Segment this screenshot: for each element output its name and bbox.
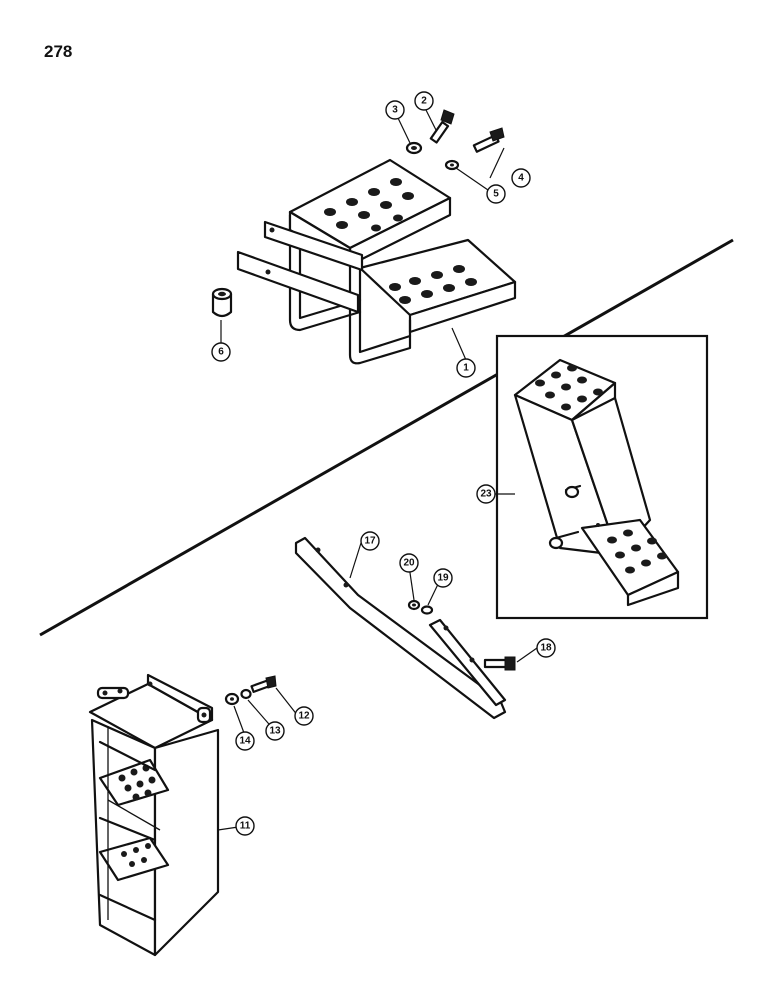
callout-3: 3 [385,100,405,120]
bolt-2 [429,109,455,144]
callout-4: 4 [511,168,531,188]
svg-text:23: 23 [480,489,492,500]
svg-text:2: 2 [421,96,427,107]
svg-text:19: 19 [437,573,449,584]
svg-text:13: 13 [269,726,281,737]
svg-text:14: 14 [239,736,251,747]
svg-text:17: 17 [364,536,376,547]
callout-14: 14 [235,731,255,751]
step-assembly [211,109,517,365]
step-box-11 [88,673,220,957]
bolt-18 [483,656,516,671]
svg-text:5: 5 [493,189,499,200]
callout-11: 11 [235,816,255,836]
svg-text:18: 18 [540,643,552,654]
section-divider-line [39,238,734,637]
lockwasher-13 [240,688,252,700]
svg-text:12: 12 [298,711,310,722]
bolt-12 [250,675,277,693]
washer-14 [224,692,240,706]
washer-5 [444,159,460,171]
callout-18: 18 [536,638,556,658]
callout-1: 1 [456,358,476,378]
svg-text:11: 11 [240,821,251,832]
svg-text:6: 6 [218,347,224,358]
svg-text:4: 4 [518,173,524,184]
bracket-17 [294,536,507,720]
callout-12: 12 [294,706,314,726]
svg-text:20: 20 [403,558,415,569]
callout-17: 17 [360,531,380,551]
callout-19: 19 [433,568,453,588]
callout-13: 13 [265,721,285,741]
svg-text:3: 3 [392,105,398,116]
callout-2: 2 [414,91,434,111]
callout-5: 5 [486,184,506,204]
inset-step-23 [495,334,709,620]
nut-20 [407,599,421,611]
callout-23: 23 [476,484,496,504]
callout-6: 6 [211,342,231,362]
nut-3 [405,141,423,155]
callout-20: 20 [399,553,419,573]
svg-text:1: 1 [463,363,469,374]
page-number: 278 [44,42,73,61]
washer-19 [420,605,434,615]
bolt-4 [472,127,505,153]
